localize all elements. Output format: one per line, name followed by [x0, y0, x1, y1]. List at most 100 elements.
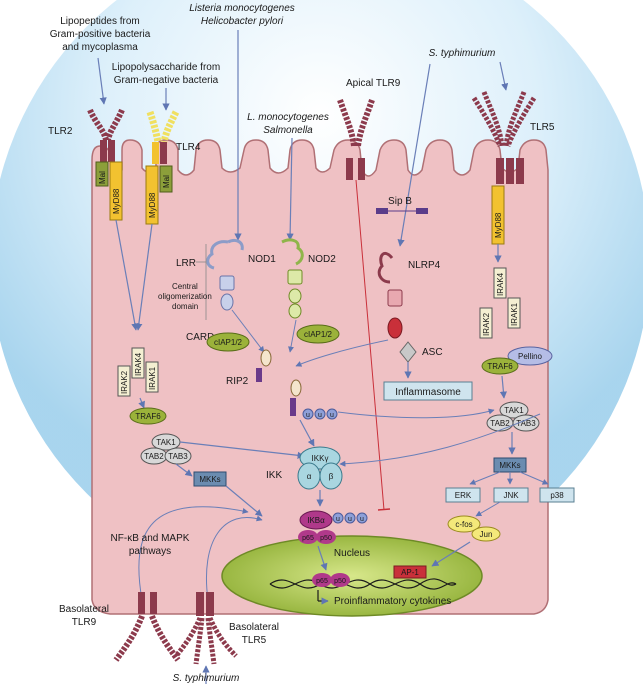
lps-line2: Gram-negative bacteria: [114, 75, 219, 86]
tlr5-label: TLR5: [530, 122, 555, 133]
styph-bottom-label: S. typhimurium: [173, 673, 240, 684]
basolateral-tlr5-receptor: [174, 592, 238, 665]
arrow-traf6-tak1-right: [499, 375, 507, 399]
ub-2-label: u: [318, 412, 322, 419]
arrow-nod1-rip2: [231, 309, 265, 353]
p65-nuclear-label: p65: [316, 578, 328, 585]
tab2-left-label: TAB2: [144, 452, 164, 461]
p50-label: p50: [320, 535, 332, 542]
cytokines-label: Proinflammatory cytokines: [334, 596, 451, 607]
rip2-label: RIP2: [226, 376, 249, 387]
tab3-left: [164, 447, 192, 465]
p65: [298, 530, 318, 544]
lrr-label: LRR: [176, 258, 196, 269]
arrow-mkks-left-nucleus: [225, 485, 263, 517]
arrow-lmono: [286, 137, 294, 241]
nod2-lrr: [281, 238, 304, 266]
erk-label: ERK: [455, 491, 472, 500]
jnk-label: JNK: [503, 491, 519, 500]
sipb-left: [376, 208, 388, 214]
tlr4-label: TLR4: [176, 142, 201, 153]
central-line3: domain: [172, 302, 198, 311]
rip2-card: [260, 349, 272, 367]
nod2-label: NOD2: [308, 254, 336, 265]
ikba-ub-2: [344, 512, 356, 524]
irak4-right-box: [493, 267, 507, 299]
tlr2-receptor: [87, 108, 125, 162]
tab2-right-label: TAB2: [490, 419, 510, 428]
ikba-ub-2-label: u: [348, 516, 352, 523]
ub-2: [314, 408, 326, 420]
irak2-right-box: [479, 307, 493, 339]
irak1-left-label: IRAK1: [148, 366, 157, 390]
arrow-jnk-cfos: [475, 501, 501, 517]
arrow-myd88-tlr4-irak: [135, 223, 153, 331]
ciap-nod2-label: cIAP1/2: [304, 330, 333, 339]
mkks-left-box: [193, 471, 227, 487]
cfos-label: c-fos: [455, 520, 472, 529]
ikk-gamma-label: IKKγ: [312, 454, 329, 463]
p38-label: p38: [550, 491, 564, 500]
arrow-irak-traf6-left: [138, 397, 145, 409]
nfkb-pathways-line1: NF-κB and MAPK: [111, 533, 190, 544]
tab3-left-label: TAB3: [168, 452, 188, 461]
arrow-asc-rip2: [295, 339, 389, 367]
tak1-left-label: TAK1: [156, 438, 176, 447]
nlrp4-pyd: [387, 317, 403, 339]
arrow-myd88-tlr2-irak: [115, 219, 139, 331]
nod2-nod-domain: [287, 269, 303, 285]
ub-1: [302, 408, 314, 420]
erk-box: [445, 487, 481, 503]
arrow-lipopeptides: [97, 57, 107, 105]
irak4-left-box: [131, 347, 145, 379]
dna-strand-b: [269, 579, 457, 590]
sipb-right: [416, 208, 428, 214]
apical-tlr9-receptor: [337, 99, 375, 180]
inflammasome-label: Inflammasome: [395, 387, 461, 398]
styph-top-label: S. typhimurium: [429, 48, 496, 59]
rip2b-kinase: [290, 398, 296, 416]
irak1-right-label: IRAK1: [510, 302, 519, 326]
sipb-label: Sip B: [388, 196, 412, 207]
arrow-mkks-p38: [519, 471, 549, 485]
irak4-left-label: IRAK4: [134, 352, 143, 376]
rip2-kinase: [256, 368, 262, 382]
nfkb-pathways-line2: pathways: [129, 546, 171, 557]
arrow-mkks-erk: [469, 471, 501, 485]
p65-label: p65: [302, 535, 314, 542]
tab3-right-label: TAB3: [516, 419, 536, 428]
nlrp4-label: NLRP4: [408, 260, 441, 271]
apical-tlr9-label: Apical TLR9: [346, 78, 401, 89]
basolateral-tlr9-line1: Basolateral: [59, 604, 109, 615]
ub-3-label: u: [330, 412, 334, 419]
traf6-right-label: TRAF6: [487, 362, 513, 371]
nod1-nod-domain: [219, 275, 235, 291]
ub-1-label: u: [306, 412, 310, 419]
tlr2-label: TLR2: [48, 126, 73, 137]
lipopeptides-line1: Lipopeptides from: [60, 16, 140, 27]
arrow-styph-nlrp4: [397, 63, 431, 247]
myd88-tlr5-label: MyD88: [494, 212, 503, 238]
lipopeptides-line2: Gram-positive bacteria: [50, 29, 151, 40]
lmono-line2: Salmonella: [263, 125, 313, 136]
arrow-rip2-ikk: [299, 419, 315, 447]
tak1-right-label: TAK1: [504, 406, 524, 415]
irak4-right-label: IRAK4: [496, 272, 505, 296]
inflammasome-box: [383, 381, 473, 401]
tlr4-receptor: [146, 110, 180, 164]
arrow-tak1-ikk-left: [179, 441, 305, 459]
nod1-card: [220, 293, 234, 311]
nod1-lrr: [206, 240, 229, 270]
arrow-nod2-rip2: [288, 319, 297, 353]
cfos-box: [447, 515, 481, 533]
mkks-right-label: MKKs: [499, 461, 520, 470]
asc-label: ASC: [422, 347, 443, 358]
ikba-ub-3-label: u: [360, 516, 364, 523]
card-label: CARD: [186, 332, 214, 343]
ikba: [299, 510, 333, 530]
traf6-left-box: [129, 407, 167, 425]
arrow-tak1-right-ikk: [339, 413, 541, 467]
mal-tlr2-box: [95, 161, 109, 187]
